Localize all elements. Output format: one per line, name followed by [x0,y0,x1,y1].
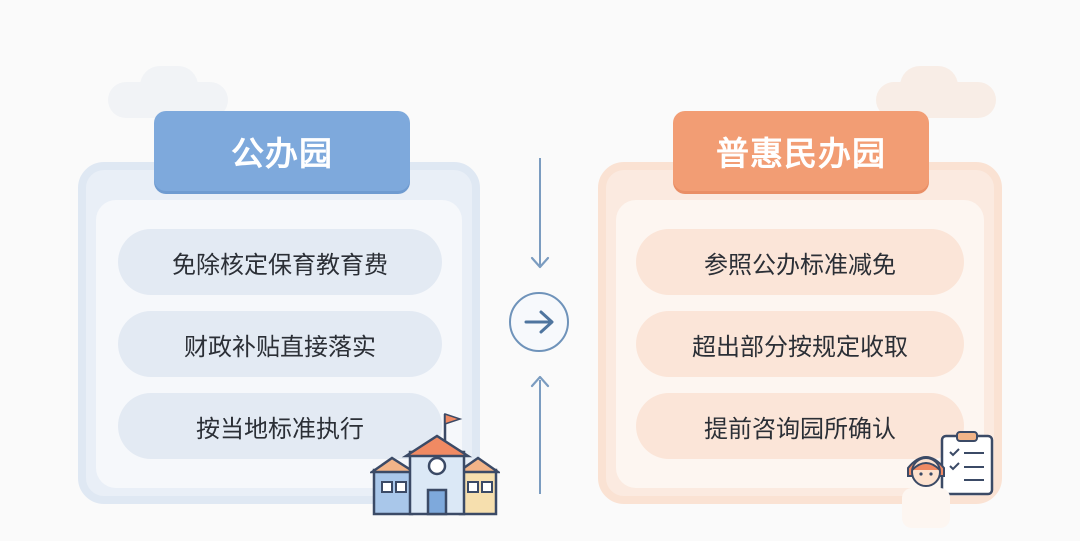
public-item-2-text: 财政补贴直接落实 [184,332,376,361]
arrow-up-icon [530,375,550,388]
public-item-2: 财政补贴直接落实 [118,311,442,377]
public-kindergarten-title: 公办园 [154,111,410,191]
public-item-3: 按当地标准执行 [118,393,442,459]
private-item-2-text: 超出部分按规定收取 [692,332,908,361]
cloud-decoration-right-top [900,66,958,106]
private-kindergarten-title: 普惠民办园 [673,111,929,191]
parent-with-clipboard-icon [902,431,994,528]
private-item-1-text: 参照公办标准减免 [704,250,896,279]
public-item-1: 免除核定保育教育费 [118,229,442,295]
private-item-2: 超出部分按规定收取 [636,311,964,377]
private-item-1: 参照公办标准减免 [636,229,964,295]
arrow-right-circle-icon [509,292,569,352]
connector-line-bottom [539,380,541,494]
arrow-right-icon [524,310,554,334]
public-item-1-text: 免除核定保育教育费 [172,250,388,279]
private-item-3-text: 提前咨询园所确认 [704,414,896,443]
cloud-decoration-left-top [140,66,198,106]
connector-line-top [539,158,541,266]
arrow-down-icon [530,256,550,269]
public-item-3-text: 按当地标准执行 [196,414,364,443]
school-building-icon [370,412,500,516]
private-item-3: 提前咨询园所确认 [636,393,964,459]
